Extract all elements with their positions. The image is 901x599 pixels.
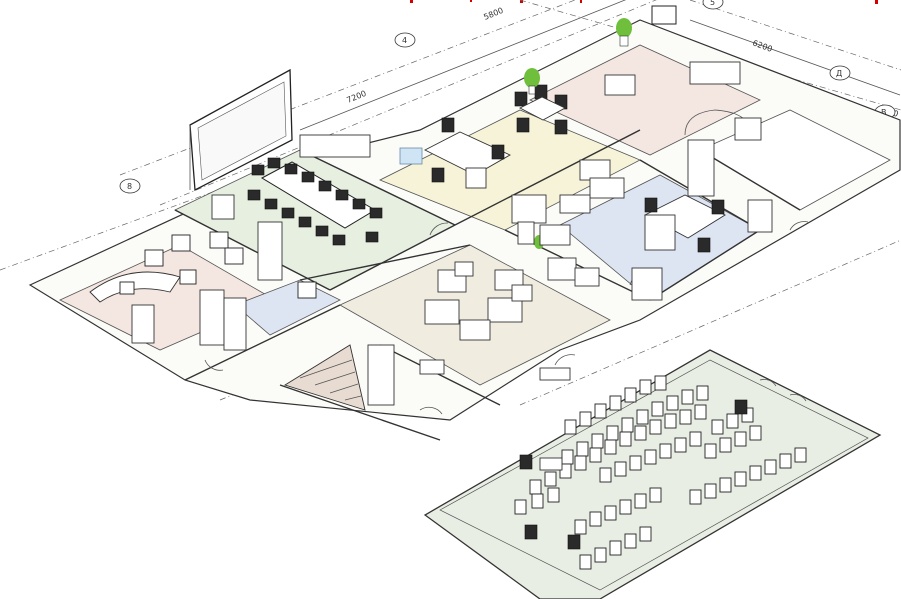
- lower-hall-cabinet: [419, 359, 445, 375]
- auditorium-side-table: [539, 457, 563, 471]
- storage-cabinet-tall-1: [199, 289, 225, 346]
- auditorium-chairs-row-3: [529, 404, 754, 495]
- red-header-fragment: [410, 0, 878, 4]
- auditorium-chairs-row-2: [561, 385, 709, 465]
- plant-2: [616, 18, 632, 47]
- lounge-sofas-middle: [511, 159, 625, 287]
- elevator-shaft: [367, 344, 395, 406]
- zone-lounge-pink: [529, 44, 761, 156]
- svg-text:В: В: [881, 108, 887, 117]
- stair-treads: [299, 359, 362, 401]
- svg-text:Д: Д: [836, 69, 842, 78]
- auditorium-chairs-row-4: [514, 425, 762, 515]
- svg-text:4: 4: [402, 36, 407, 45]
- plant-1: [524, 68, 540, 95]
- sideboard-pink: [689, 61, 741, 85]
- wall-tv: [651, 5, 677, 25]
- axis-bubble-4: 4: [394, 32, 416, 48]
- executive-desk-front: [644, 214, 676, 251]
- executive-chairs: [644, 197, 725, 253]
- auditorium-loose-chairs: [519, 399, 748, 550]
- blank-overlay-panel: [0, 15, 225, 105]
- glass-partition: [399, 147, 423, 165]
- square-meeting-table: [519, 96, 566, 121]
- reception-cabinet: [131, 304, 155, 344]
- coffee-table-pink: [604, 74, 636, 96]
- storage-cabinet-tall-3: [257, 221, 283, 281]
- hall-lounge-sofas: [424, 261, 533, 341]
- display-cabinet: [734, 117, 762, 141]
- credenza: [299, 134, 371, 158]
- dimension-label-6200-a: 6200: [751, 38, 773, 53]
- svg-text:8: 8: [127, 182, 132, 191]
- auditorium-chairs-row-5: [574, 447, 807, 535]
- storage-cabinet-tall-2: [223, 297, 247, 351]
- axis-bubble-8: 8: [119, 178, 141, 194]
- auditorium-chairs-row-1: [564, 375, 667, 435]
- axis-bubble-d: Д: [829, 65, 851, 81]
- projection-screen-surface: [197, 81, 287, 181]
- dimension-label-7200: 7200: [345, 89, 367, 105]
- office-chairs-yellow: [431, 84, 568, 183]
- pedestal-drawer: [465, 167, 487, 189]
- zone-hall-beige: [339, 244, 611, 386]
- dimension-label-5800: 5800: [482, 6, 504, 22]
- executive-sideboard: [631, 267, 663, 301]
- tv-stand-meeting: [211, 194, 235, 220]
- reception-desk: [89, 271, 181, 303]
- auditorium-chairs-row-6: [579, 526, 652, 570]
- interior-walls: [174, 129, 801, 441]
- svg-text:5: 5: [710, 0, 715, 7]
- axis-bubble-5: 5: [702, 0, 724, 10]
- executive-cabinet: [747, 199, 773, 233]
- executive-wardrobe: [687, 139, 715, 197]
- bench-corridor: [539, 367, 571, 381]
- workstation-desk-1: [424, 131, 511, 176]
- reception-seating: [119, 231, 317, 299]
- stair-void: [283, 344, 366, 411]
- auditorium-door-arcs: [759, 379, 807, 402]
- meeting-chairs: [247, 157, 383, 246]
